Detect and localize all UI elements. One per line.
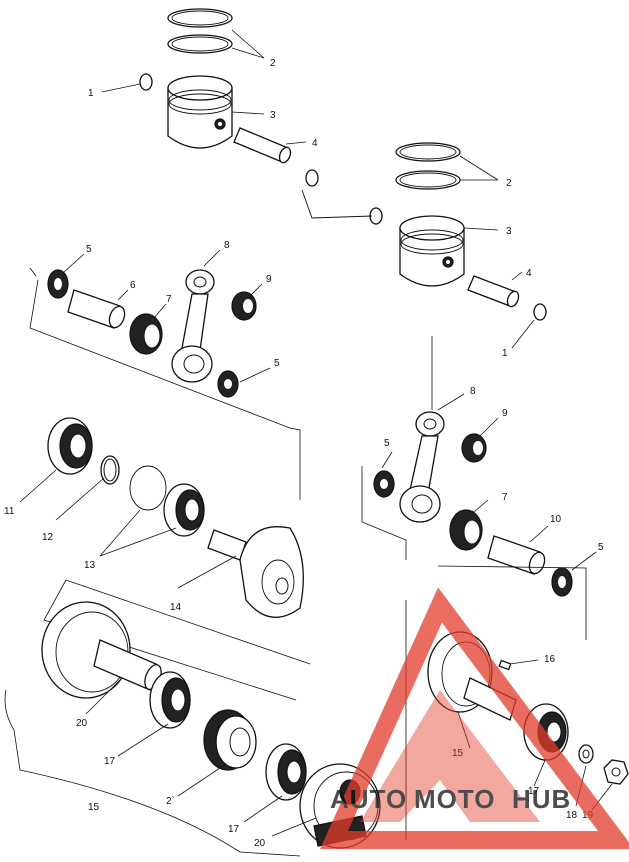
piston-pin	[233, 127, 292, 164]
watermark-text-moto: MOTO	[414, 784, 496, 814]
snap-ring	[100, 455, 120, 485]
circlip	[139, 73, 153, 91]
automotohub-watermark: AUTO MOTO HUB	[320, 587, 629, 849]
callout-17: 17	[228, 824, 240, 835]
callout-labels: 1 2 3 4 2 3 4 1 5 6 7 8 9 5 8 9 5 7 10 5…	[4, 58, 604, 849]
callout-4: 4	[526, 268, 532, 279]
piston-ring-upper	[395, 142, 461, 162]
callout-18: 18	[566, 810, 578, 821]
callout-3: 3	[506, 226, 512, 237]
watermark-triangle-inner	[360, 690, 540, 822]
oil-seal	[203, 709, 257, 771]
callout-12: 12	[42, 532, 54, 543]
callout-17: 17	[528, 786, 540, 797]
circlip	[305, 169, 319, 187]
watermark-text-auto: AUTO	[330, 784, 407, 814]
connecting-rod	[171, 269, 215, 383]
callout-10: 10	[550, 514, 562, 525]
callout-11: 11	[4, 506, 15, 517]
callout-9: 9	[266, 274, 272, 285]
needle-bearing	[449, 509, 483, 551]
small-end-bearing	[231, 291, 257, 321]
callout-5: 5	[384, 438, 390, 449]
callout-7: 7	[502, 492, 508, 503]
main-bearing	[47, 417, 93, 475]
callout-15: 15	[452, 748, 464, 759]
callout-20: 20	[76, 718, 88, 729]
thrust-washer	[47, 269, 69, 299]
piston	[167, 75, 233, 149]
callout-5: 5	[598, 542, 604, 553]
watermark-triangle-outer	[320, 587, 629, 849]
piston-pin	[467, 275, 520, 308]
callout-16: 16	[544, 654, 556, 665]
needle-bearing	[129, 313, 163, 355]
callout-6: 6	[130, 280, 136, 291]
small-end-bearing	[461, 433, 487, 463]
callout-8: 8	[224, 240, 230, 251]
piston	[399, 215, 465, 287]
connecting-rod	[399, 411, 445, 523]
thrust-washer	[551, 567, 573, 597]
piston-ring-upper	[167, 8, 233, 28]
callout-2: 2	[270, 58, 276, 69]
main-bearing	[163, 483, 205, 537]
thrust-washer	[217, 370, 239, 398]
callout-5: 5	[274, 358, 280, 369]
woodruff-key	[498, 659, 512, 671]
circlip	[533, 303, 547, 321]
callout-4: 4	[312, 138, 318, 149]
watermark-text-hub: HUB	[512, 784, 571, 814]
callout-17: 17	[104, 756, 116, 767]
callout-13: 13	[84, 560, 96, 571]
crankpin	[67, 289, 126, 329]
washer	[578, 744, 594, 764]
callout-2: 2	[506, 178, 512, 189]
main-bearing	[265, 743, 307, 801]
crankpin	[487, 535, 546, 575]
piston-ring-lower	[395, 170, 461, 190]
callout-8: 8	[470, 386, 476, 397]
callout-15: 15	[88, 802, 100, 813]
callout-5: 5	[86, 244, 92, 255]
thrust-washer	[373, 470, 395, 498]
leader-lines	[19, 29, 613, 837]
main-bearing	[149, 671, 191, 729]
callout-7: 7	[166, 294, 172, 305]
callout-1: 1	[502, 348, 508, 359]
piston-ring-lower	[167, 34, 233, 54]
callout-1: 1	[88, 88, 94, 99]
nut	[603, 759, 629, 785]
callout-20: 20	[254, 838, 266, 849]
callout-9: 9	[502, 408, 508, 419]
callout-2: 2`	[166, 795, 175, 807]
callout-14: 14	[170, 602, 182, 613]
retaining-ring	[129, 465, 167, 511]
crankshaft-end	[41, 601, 162, 699]
crankshaft-web	[207, 526, 304, 618]
callout-3: 3	[270, 110, 276, 121]
